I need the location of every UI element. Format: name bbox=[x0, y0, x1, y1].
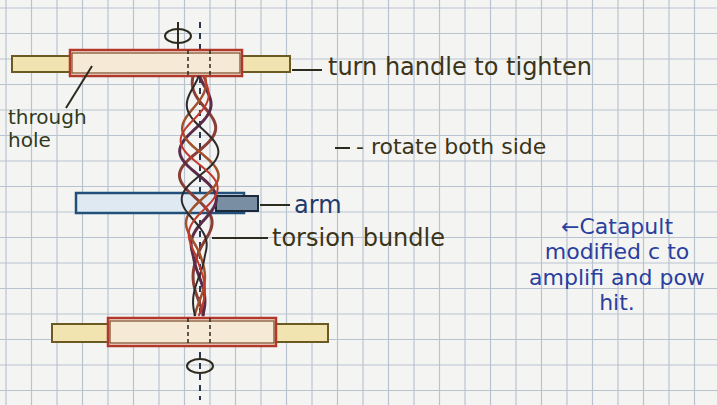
callout-text: turn handle to tighten bbox=[328, 54, 592, 82]
leader-line bbox=[335, 147, 350, 149]
leader-line bbox=[66, 66, 92, 108]
callout-text: through hole bbox=[8, 106, 108, 152]
grid-line bbox=[0, 390, 717, 391]
through-hole bbox=[187, 50, 189, 76]
through-hole bbox=[187, 318, 189, 346]
handle bbox=[52, 324, 108, 342]
grid-line bbox=[0, 33, 717, 34]
bottom-bar bbox=[52, 318, 328, 346]
grid-line bbox=[0, 7, 717, 8]
top-bar bbox=[12, 50, 290, 76]
grid-line bbox=[5, 0, 6, 405]
part-label: arm bbox=[294, 192, 342, 220]
grid-line bbox=[0, 84, 717, 85]
torsion-strand bbox=[181, 76, 218, 316]
part-label: torsion bundle bbox=[272, 225, 445, 253]
grid-line bbox=[617, 0, 618, 405]
bar bbox=[108, 318, 276, 346]
grid-line bbox=[0, 186, 717, 187]
handle bbox=[276, 324, 328, 342]
leader-line bbox=[260, 204, 290, 206]
bottom-nut bbox=[187, 359, 213, 373]
note-text: - rotate both side bbox=[356, 134, 546, 159]
catapult-drawing bbox=[12, 22, 350, 400]
through-hole bbox=[209, 50, 211, 76]
handle bbox=[242, 56, 290, 72]
leader-line bbox=[292, 69, 322, 71]
grid-line bbox=[0, 109, 717, 110]
top-bolt bbox=[177, 22, 179, 50]
bar bbox=[70, 50, 242, 76]
grid-line bbox=[643, 0, 644, 405]
through-hole bbox=[209, 318, 211, 346]
leader-line bbox=[212, 237, 268, 239]
bar-outline bbox=[110, 321, 274, 343]
grid-line bbox=[694, 0, 695, 405]
grid-line bbox=[0, 364, 717, 365]
arm-end bbox=[216, 196, 258, 211]
handle bbox=[12, 56, 70, 72]
bar-outline bbox=[72, 53, 240, 73]
grid-line bbox=[0, 160, 717, 161]
note-text: ←Catapult modified c to amplifi and pow … bbox=[522, 214, 712, 315]
grid-line bbox=[592, 0, 593, 405]
grid-line bbox=[668, 0, 669, 405]
